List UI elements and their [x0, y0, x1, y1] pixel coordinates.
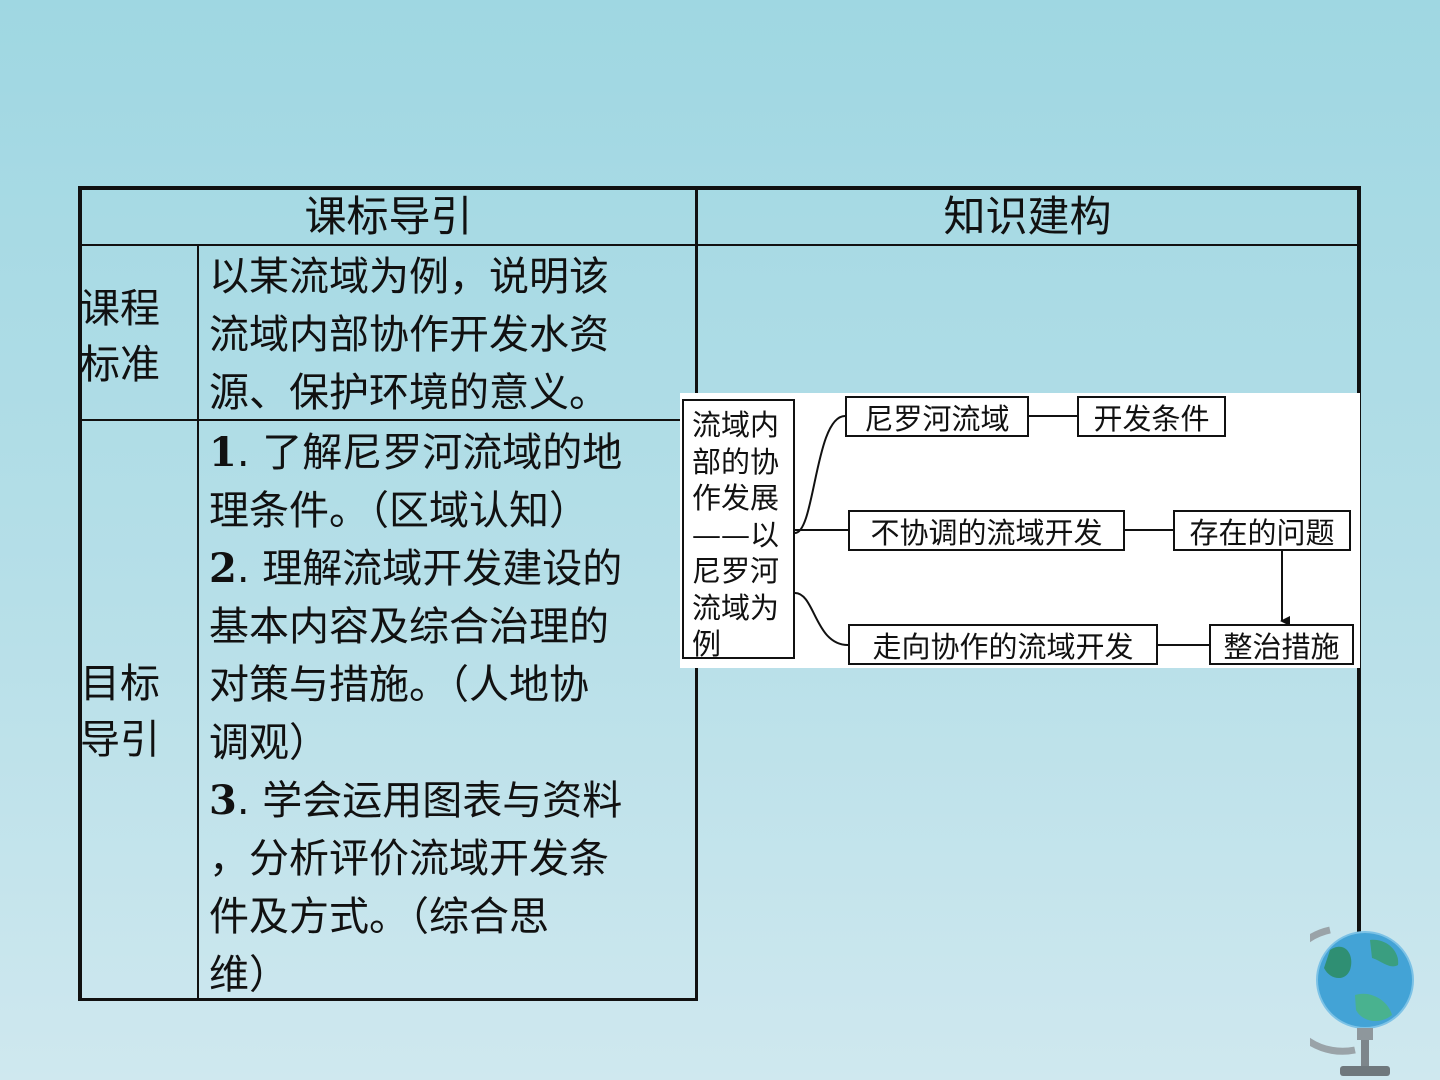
label-goal-guide: 目标导引	[80, 661, 160, 763]
table-row-divider	[78, 419, 698, 421]
text-line: 源、保护环境的意义。	[209, 370, 609, 416]
goal-number: 2	[209, 545, 237, 592]
table-border-bottom	[78, 998, 698, 1001]
globe-icon	[1310, 926, 1414, 1076]
table-border-left	[78, 186, 82, 1001]
goal-line: 调观）	[209, 720, 329, 766]
diagram-connectors	[794, 415, 1290, 646]
table-header-divider	[78, 244, 1361, 246]
branch-connector-bottom	[794, 592, 849, 646]
box-existing-problems: 存在的问题	[1173, 510, 1351, 551]
goal-line: ，分析评价流域开发条	[209, 836, 609, 882]
label-course-standard: 课程标准	[80, 286, 160, 388]
diagram-main-topic: 流域内部的协作发展——以尼罗河流域为例	[682, 399, 795, 661]
box-uncoordinated-development: 不协调的流域开发	[848, 510, 1125, 551]
goal-line: 维）	[209, 952, 289, 998]
branch-connector-top	[794, 415, 846, 534]
course-standard-text: 以某流域为例，说明该 流域内部协作开发水资 源、保护环境的意义。	[209, 248, 609, 422]
goal-line: 2. 理解流域开发建设的	[209, 545, 623, 592]
text-line: 流域内部协作开发水资	[209, 312, 609, 358]
knowledge-diagram: 流域内部的协作发展——以尼罗河流域为例 尼罗河流域 开发条件 不协调的流域开发 …	[680, 393, 1360, 668]
table-label-divider	[197, 244, 199, 1001]
header-course-guide: 课标导引	[304, 192, 473, 241]
text-line: 以某流域为例，说明该	[209, 254, 609, 300]
box-remediation-measures: 整治措施	[1209, 624, 1354, 665]
goal-line: 理条件。（区域认知）	[209, 488, 589, 534]
goal-number: 3	[209, 777, 237, 824]
header-knowledge-construction: 知识建构	[943, 192, 1112, 241]
goal-line: 1. 了解尼罗河流域的地	[209, 429, 623, 476]
goal-guide-text: 1. 了解尼罗河流域的地 理条件。（区域认知） 2. 理解流域开发建设的 基本内…	[209, 424, 622, 1004]
goal-number: 1	[209, 429, 237, 476]
goal-line: 3. 学会运用图表与资料	[209, 777, 623, 824]
goal-line: 基本内容及综合治理的	[209, 604, 609, 650]
goal-line: 对策与措施。（人地协	[209, 662, 589, 708]
box-coordinated-development: 走向协作的流域开发	[848, 624, 1158, 665]
box-development-conditions: 开发条件	[1077, 396, 1226, 437]
box-nile-basin: 尼罗河流域	[845, 396, 1029, 437]
course-guide-table: 课标导引 知识建构 课程标准 以某流域为例，说明该 流域内部协作开发水资 源、保…	[78, 186, 1361, 1001]
table-border-top	[78, 186, 1361, 190]
goal-line: 件及方式。（综合思	[209, 894, 549, 940]
